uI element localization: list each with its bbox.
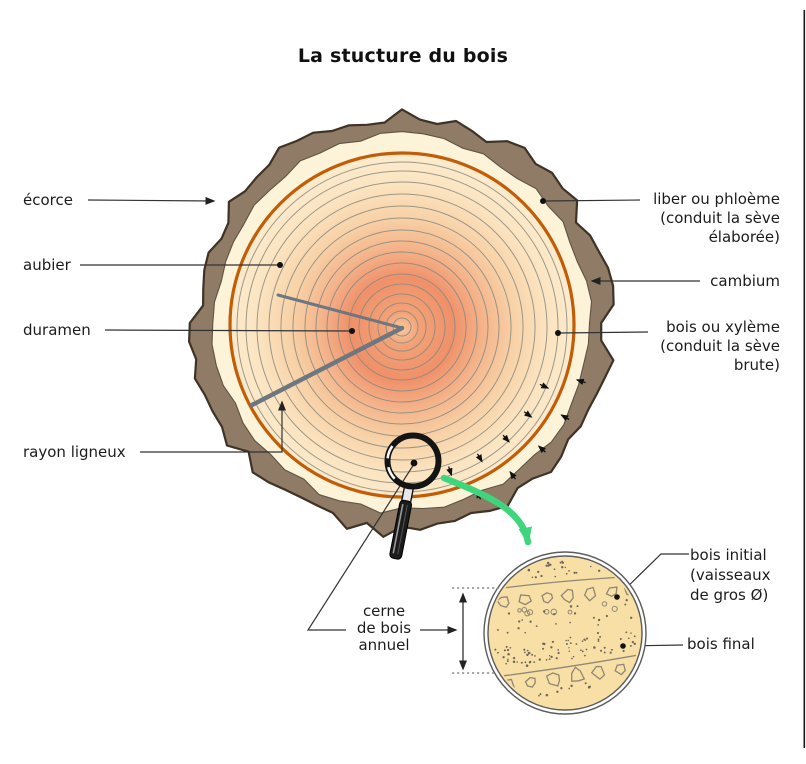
cerne-pointer-left xyxy=(306,463,415,631)
label-cerne-line1: cerne xyxy=(362,602,406,620)
label-ecorce: écorce xyxy=(23,191,73,210)
label-bois-initial-line2: (vaisseaux xyxy=(690,566,771,584)
detail-texture xyxy=(490,560,640,697)
detail-circle xyxy=(483,551,647,715)
pointer-dots xyxy=(277,198,561,467)
label-cerne-annuel: cerne de bois annuel xyxy=(352,603,416,654)
label-xyleme: bois ou xylème (conduit la sève brute) xyxy=(660,318,780,375)
label-liber-line2: (conduit la sève xyxy=(660,209,780,227)
label-bois-final-text: bois final xyxy=(687,635,755,653)
label-ecorce-text: écorce xyxy=(23,191,73,209)
label-bois-final: bois final xyxy=(687,635,755,654)
wood-rays xyxy=(249,293,405,408)
label-xyleme-line3: brute) xyxy=(733,356,780,374)
label-aubier-text: aubier xyxy=(23,256,71,274)
label-cambium-text: cambium xyxy=(710,272,780,290)
bois-initial-dot xyxy=(614,594,620,600)
label-xyleme-line2: (conduit la sève xyxy=(660,337,780,355)
label-bois-initial-line3: de gros Ø) xyxy=(690,586,769,604)
label-bois-initial-line1: bois initial xyxy=(690,546,767,564)
label-rayon-ligneux: rayon ligneux xyxy=(23,443,126,462)
label-liber-line3: élaborée) xyxy=(708,228,780,246)
magnifier-handle xyxy=(389,485,415,560)
zoom-arrow-icon xyxy=(440,474,532,546)
label-cerne-line3: annuel xyxy=(358,636,410,654)
liber-pointer xyxy=(543,199,641,202)
diagram-title: La stucture du bois xyxy=(297,45,509,67)
label-aubier: aubier xyxy=(23,256,71,275)
xyleme-pointer xyxy=(558,331,649,334)
label-xyleme-line1: bois ou xylème xyxy=(666,318,780,336)
label-duramen: duramen xyxy=(23,321,91,340)
ecorce-pointer xyxy=(87,196,216,205)
label-duramen-text: duramen xyxy=(23,321,91,339)
annual-ring-span-arrow xyxy=(452,587,500,674)
bois-final-dot xyxy=(620,643,626,649)
label-liber-line1: liber ou phloème xyxy=(653,190,780,208)
rayon-pointer xyxy=(140,400,286,453)
magnifier-icon xyxy=(384,432,442,560)
duramen-pointer xyxy=(104,329,352,332)
connector-lines xyxy=(80,196,700,647)
trunk-cross-section xyxy=(188,108,615,538)
bois-initial-pointer xyxy=(617,553,689,597)
label-cambium: cambium xyxy=(710,272,780,291)
magnifier-lens xyxy=(384,432,442,490)
label-cerne-line2: de bois xyxy=(356,619,412,637)
label-bois-initial: bois initial (vaisseaux de gros Ø) xyxy=(690,545,771,605)
label-rayon-ligneux-text: rayon ligneux xyxy=(23,443,126,461)
label-liber-phloeme: liber ou phloème (conduit la sève élabor… xyxy=(653,190,780,247)
